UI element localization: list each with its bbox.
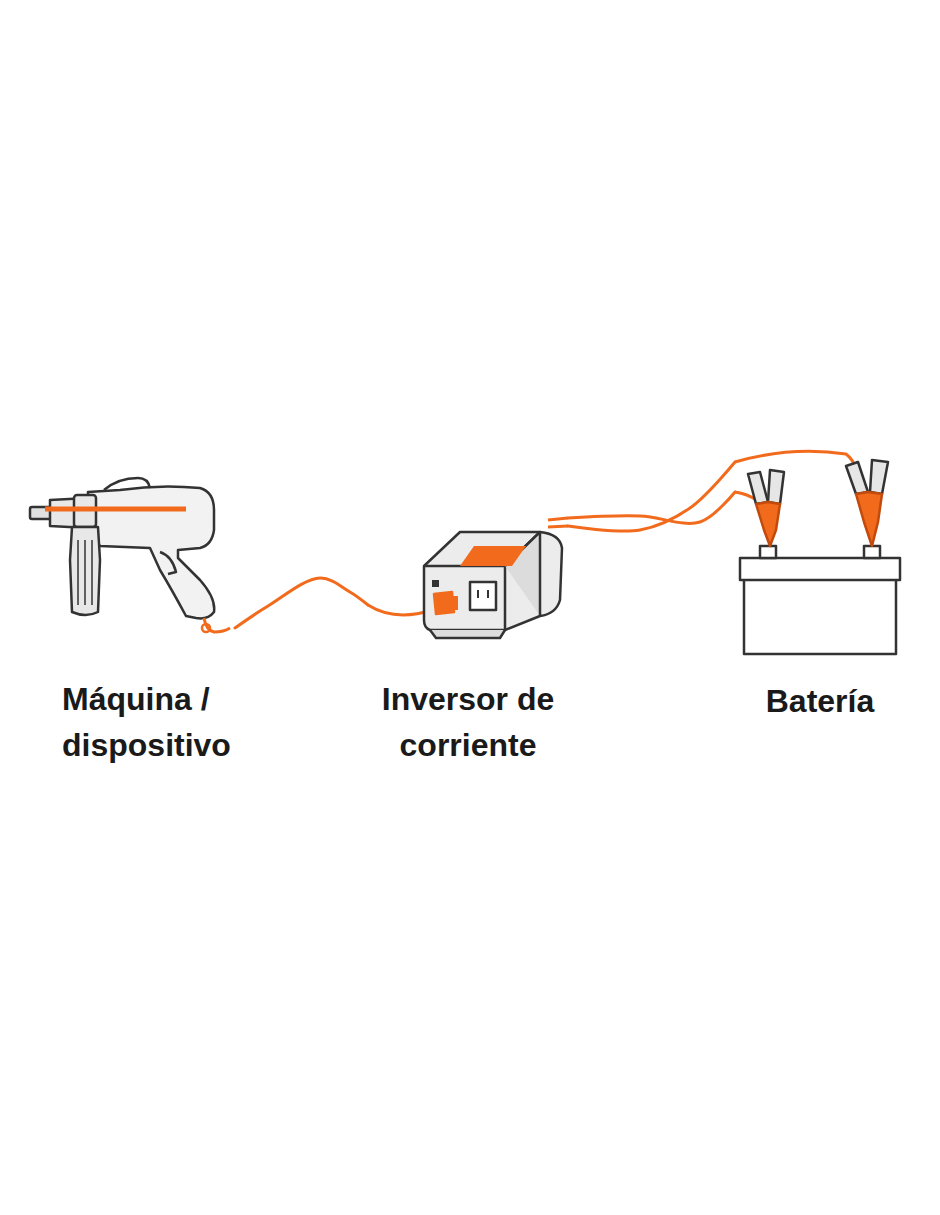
- drill-illustration: [30, 478, 230, 632]
- node-label: Inversor de corriente: [368, 676, 568, 768]
- cable-wire: [568, 462, 735, 531]
- cable-wire: [235, 578, 368, 628]
- node-label: Máquina / dispositivo: [62, 676, 235, 768]
- clamp: [748, 470, 784, 546]
- clamp: [846, 460, 888, 546]
- device-node: Batería: [735, 440, 905, 724]
- cable-wire: [568, 492, 735, 523]
- battery-illustration: [735, 451, 900, 654]
- cable: [568, 462, 735, 531]
- node-label: Batería: [735, 678, 905, 724]
- inverter-illustration: [368, 518, 568, 638]
- device-node: Inversor de corriente: [368, 500, 568, 768]
- device-node: Máquina / dispositivo: [50, 470, 235, 768]
- cable: [235, 578, 368, 628]
